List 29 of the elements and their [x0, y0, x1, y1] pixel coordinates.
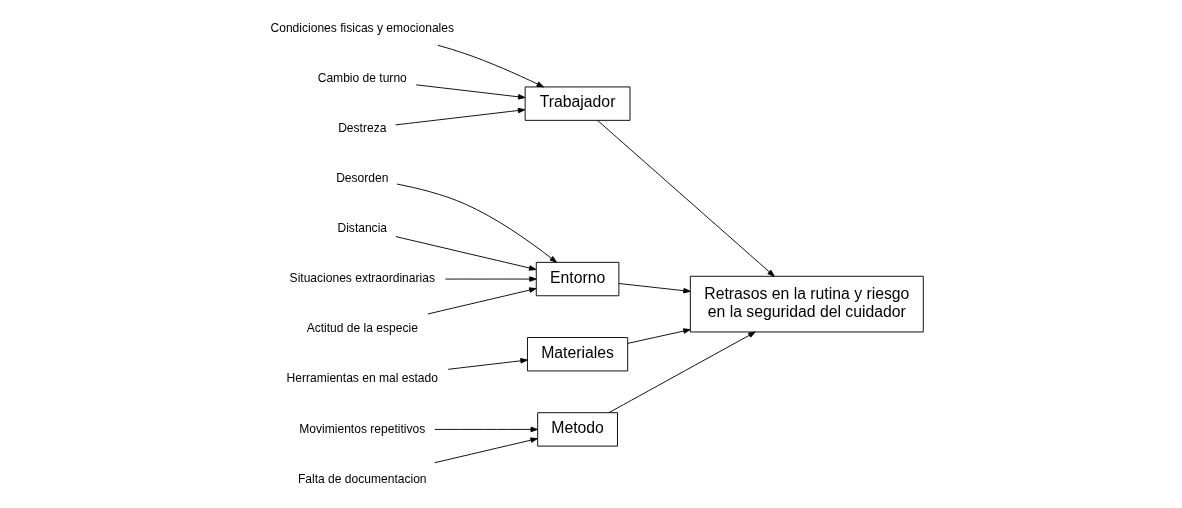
node-text: Situaciones extraordinarias [289, 271, 435, 286]
node-box: Materiales [526, 337, 628, 372]
arrow [617, 283, 691, 294]
node-text: Destreza [337, 120, 386, 135]
node-box: Trabajador [524, 86, 630, 121]
node-text: Movimientos repetitivos [298, 421, 425, 436]
arrow [607, 331, 756, 414]
arrow [436, 44, 544, 88]
node-box: Entorno [535, 261, 619, 297]
arrow [626, 328, 691, 344]
node-text: Cambio de turno [317, 70, 407, 85]
node-text: Distancia [336, 221, 387, 236]
node-box: Metodo [536, 412, 618, 447]
arrow [394, 107, 525, 126]
node-text: Desorden [335, 170, 388, 185]
arrow [415, 84, 525, 100]
arrow [394, 236, 536, 271]
arrow [433, 426, 538, 433]
node-text: Herramientas en mal estado [286, 371, 438, 386]
node-text: Condiciones fisicas y emocionales [270, 20, 454, 35]
arrow [447, 358, 528, 370]
arrow [596, 119, 775, 277]
node-text: Actitud de la especie [306, 321, 418, 336]
arrow [426, 287, 537, 315]
node-text: Falta de documentacion [297, 471, 427, 486]
arrow [396, 183, 557, 263]
arrow [433, 437, 538, 464]
node-box: Retrasos en la rutina y riesgo en la seguridad del cuidador [689, 275, 924, 333]
arrow [444, 276, 537, 282]
